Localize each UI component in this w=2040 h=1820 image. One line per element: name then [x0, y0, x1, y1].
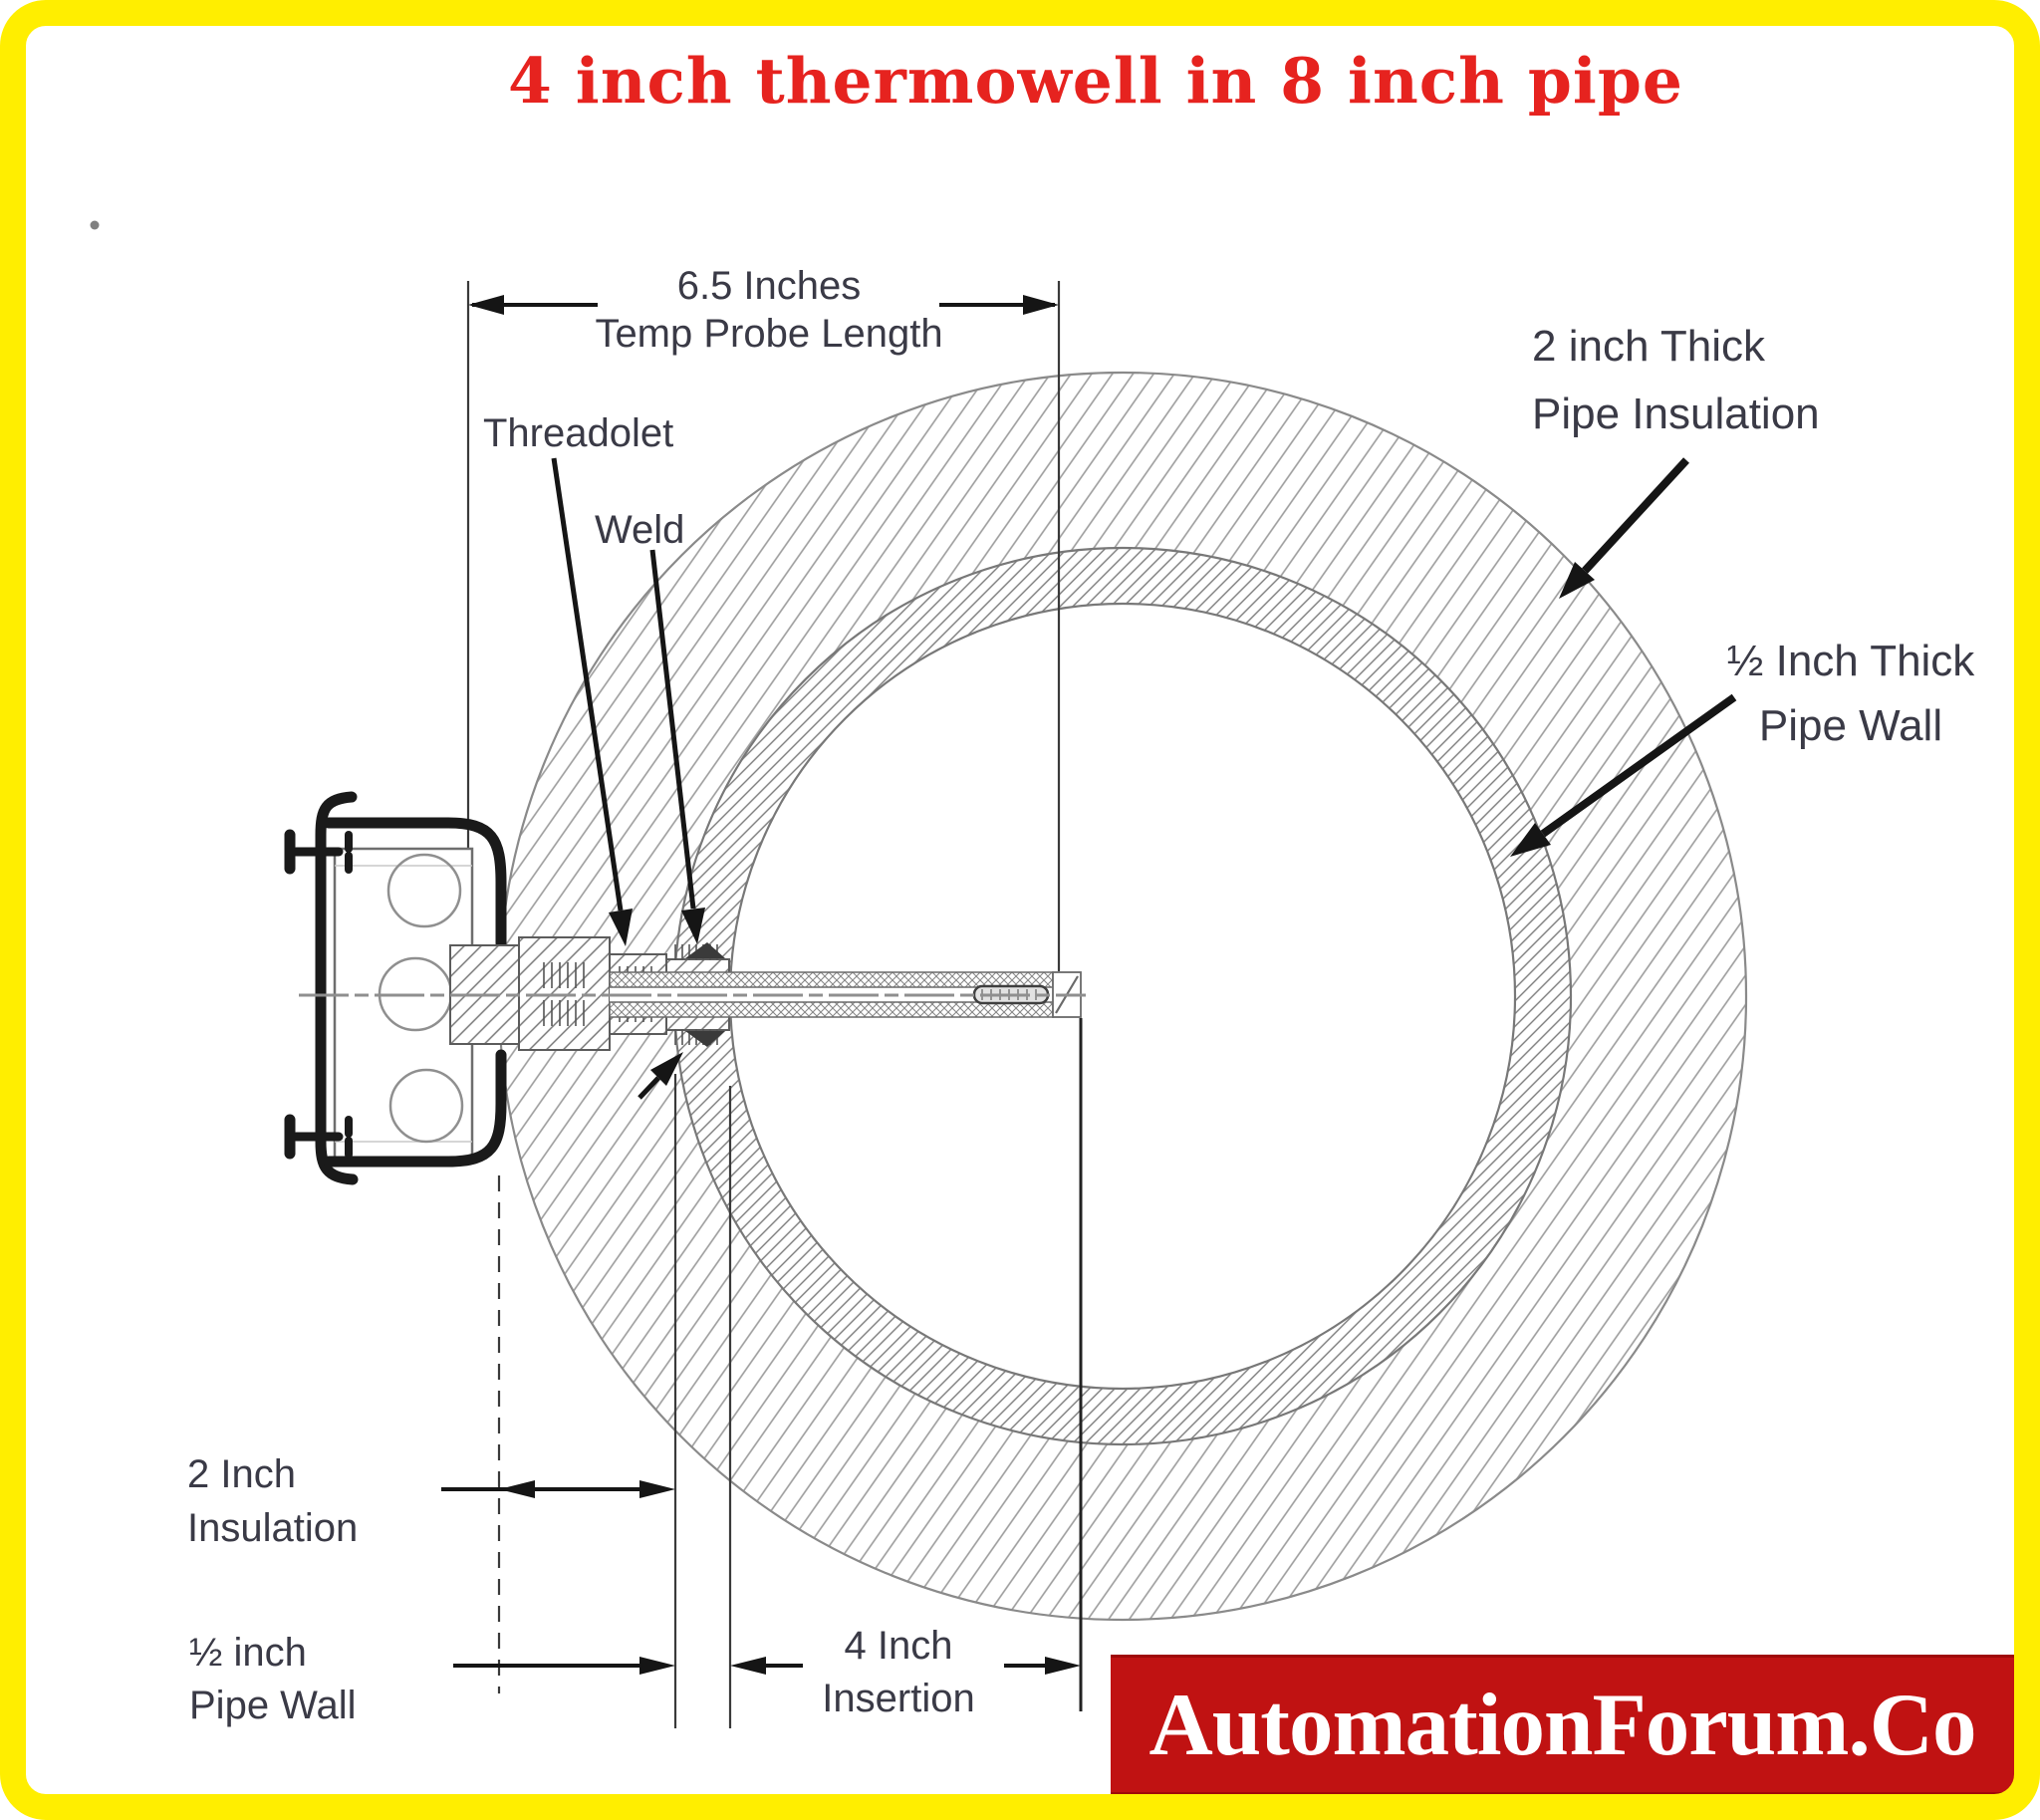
- dimension-insertion: 4 Inch Insertion: [822, 1624, 1081, 1720]
- page-title: 4 inch thermowell in 8 inch pipe: [508, 44, 1683, 118]
- probe-length-label-2: Temp Probe Length: [595, 312, 942, 356]
- leader-arrowhead-icon: [681, 908, 705, 944]
- arrowhead-right-icon: [639, 1657, 675, 1675]
- probe-length-label-1: 6.5 Inches: [677, 264, 862, 308]
- callout-weld: Weld: [595, 508, 705, 1100]
- arrowhead-left-icon: [499, 1480, 535, 1498]
- head-port-circle: [388, 1068, 464, 1144]
- insulation-callout-label-1: 2 inch Thick: [1532, 322, 1766, 371]
- scan-dot: [90, 220, 100, 230]
- mounting-bracket: [315, 791, 507, 1185]
- insulation-dim-label-2: Insulation: [187, 1506, 358, 1550]
- watermark-text: AutomationForum.Co: [1148, 1676, 1977, 1774]
- threadolet-label: Threadolet: [483, 411, 673, 455]
- arrowhead-right-icon: [1045, 1657, 1081, 1675]
- weld-bead: [685, 942, 725, 958]
- pipe-wall-dim-label-1: ½ inch: [189, 1631, 307, 1675]
- watermark-banner: AutomationForum.Co: [1111, 1655, 2014, 1795]
- weld-bead: [685, 1031, 725, 1047]
- pipe-wall-callout-label-2: Pipe Wall: [1759, 701, 1942, 750]
- extension-lines: [466, 281, 1083, 1728]
- mounting-screws: [284, 829, 353, 1160]
- arrowhead-right-icon: [1023, 295, 1059, 315]
- leader-arrowhead-icon: [609, 909, 633, 946]
- head-port-circle: [386, 853, 462, 928]
- callout-pipe-wall: ½ Inch Thick Pipe Wall: [1510, 637, 1975, 857]
- dimension-insulation: 2 Inch Insulation: [187, 1452, 675, 1550]
- insertion-dim-label-2: Insertion: [822, 1677, 974, 1720]
- leader-arrowhead-icon: [650, 1052, 683, 1086]
- leader-arrowhead-icon: [1510, 823, 1551, 857]
- weld-label: Weld: [595, 508, 684, 552]
- arrowhead-left-icon: [730, 1657, 766, 1675]
- arrowhead-left-icon: [468, 295, 504, 315]
- arrowhead-right-icon: [639, 1480, 675, 1498]
- dimension-pipe-wall: ½ inch Pipe Wall: [189, 1631, 803, 1727]
- leader-arrowhead-icon: [1559, 562, 1595, 599]
- insulation-callout-label-2: Pipe Insulation: [1532, 390, 1820, 438]
- insertion-dim-label-1: 4 Inch: [845, 1624, 953, 1668]
- pipe-wall-callout-label-1: ½ Inch Thick: [1727, 637, 1976, 685]
- insulation-dim-label-1: 2 Inch: [187, 1452, 296, 1496]
- dimension-probe-length: 6.5 Inches Temp Probe Length: [468, 264, 1059, 356]
- callout-threadolet: Threadolet: [483, 411, 673, 946]
- pipe-wall-dim-label-2: Pipe Wall: [189, 1684, 356, 1727]
- thermowell-tube: [299, 971, 1086, 1018]
- callout-pipe-insulation: 2 inch Thick Pipe Insulation: [1532, 322, 1820, 599]
